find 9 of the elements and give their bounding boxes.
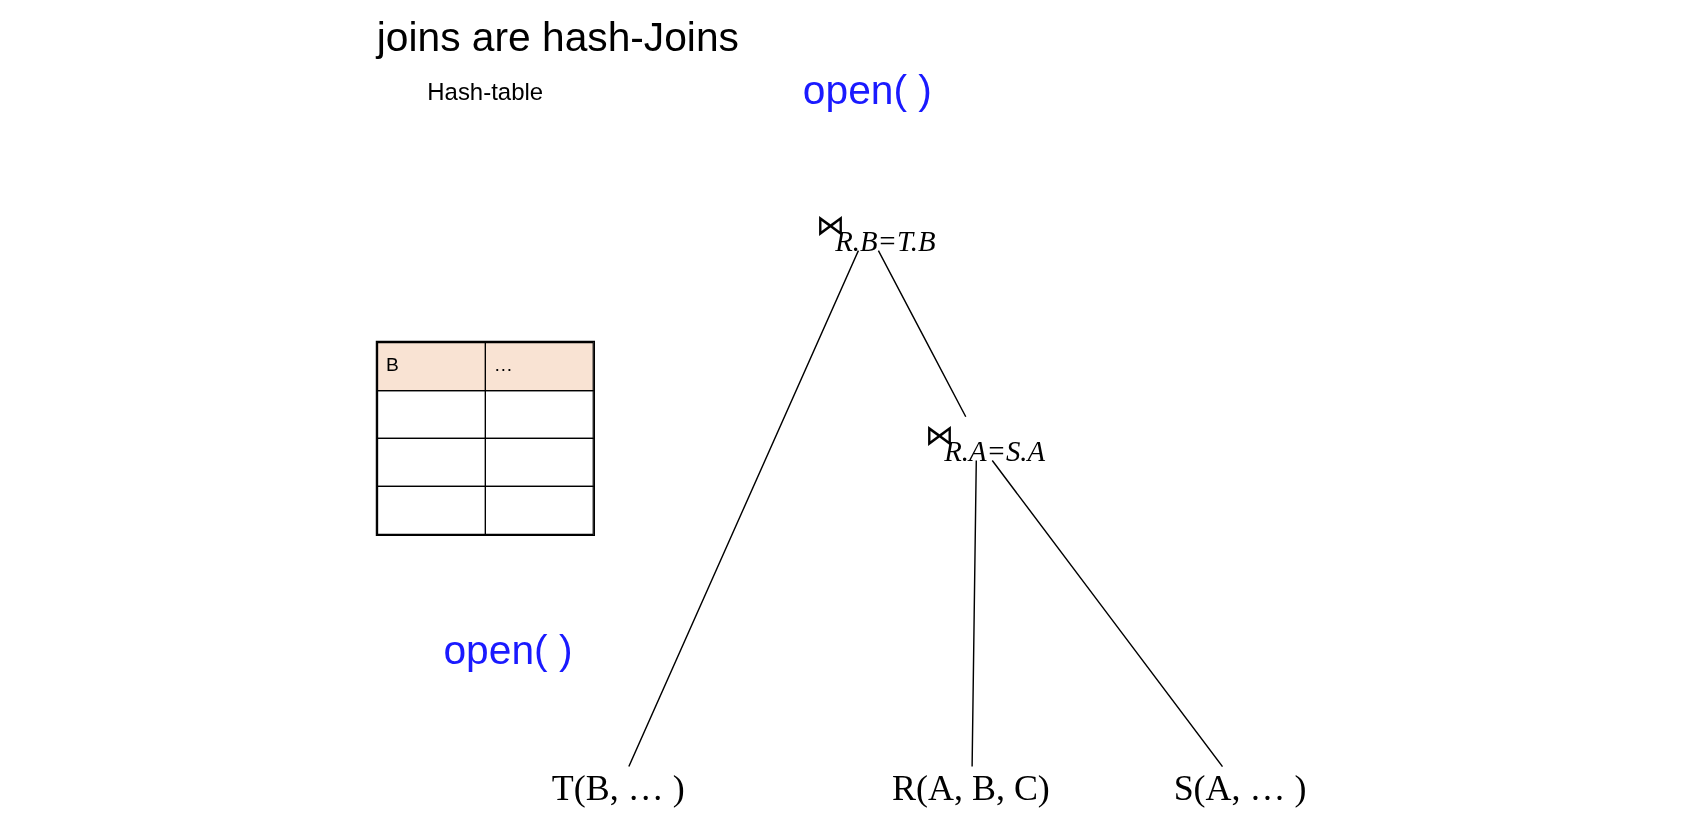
node-text: R(A, B, C) xyxy=(891,768,1050,809)
label: B xyxy=(385,354,399,376)
label: Hash-table xyxy=(426,78,543,106)
node-text: T(B, … ) xyxy=(551,768,685,809)
label: … xyxy=(493,354,513,376)
label: open( ) xyxy=(802,67,932,114)
diagram-title: joins are hash-Joins xyxy=(376,13,739,60)
label: open( ) xyxy=(442,626,572,673)
node-text: S(A, … ) xyxy=(1173,768,1306,809)
